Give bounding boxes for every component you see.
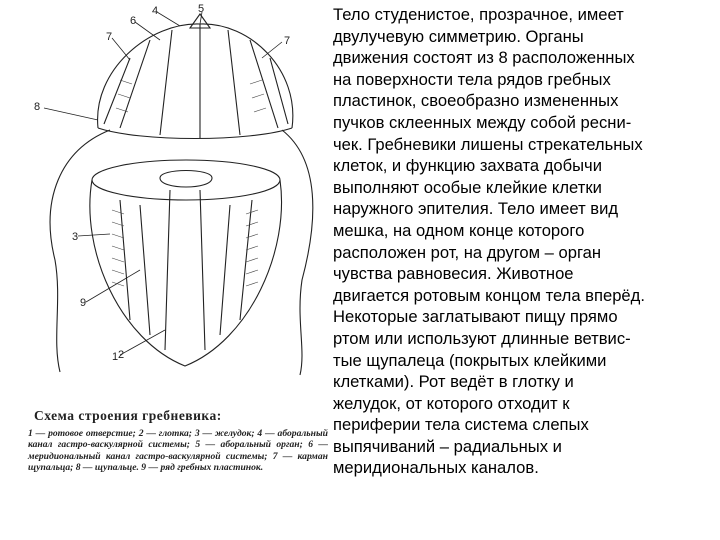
ctenophore-figure: 1 2 3 4 5 6 7 7 8 9 Схема строения гребн… <box>0 0 330 540</box>
text-line: меридиональных каналов. <box>333 458 539 478</box>
text-line: двулучевую симметрию. Органы <box>333 26 584 46</box>
stomach <box>159 170 213 188</box>
text-line: пластинок, своеобразно измененных <box>333 91 619 111</box>
text-line: Тело студенистое, прозрачное, имеет <box>333 5 624 24</box>
text-line: наружного эпителия. Тело имеет вид <box>333 199 619 219</box>
text-line: периферии тела система слепых <box>333 415 589 435</box>
tentacle-left <box>49 129 111 373</box>
text-line: желудок, от которого отходит к <box>333 393 570 413</box>
text-line: ртом или используют длинные ветвис- <box>333 328 631 348</box>
text-line: выполняют особые клейкие клетки <box>333 177 602 197</box>
text-line: мешка, на одном конце которого <box>333 220 585 240</box>
text-line: выпячиваний – радиальных и <box>333 436 562 456</box>
label-4: 4 <box>152 5 158 17</box>
text-line: клетками). Рот ведёт в глотку и <box>333 372 574 392</box>
label-7-right: 7 <box>284 35 290 47</box>
body-outline <box>89 179 283 367</box>
label-3: 3 <box>72 231 78 243</box>
caption-body: 1 — ротовое отверстие; 2 — глотка; 3 — ж… <box>28 428 328 474</box>
text-line: на поверхности тела рядов гребных <box>333 69 611 89</box>
aboral-dome <box>97 23 294 129</box>
text-line: движения состоят из 8 расположенных <box>333 48 635 68</box>
figure-caption: Схема строения гребневика: 1 — ротовое о… <box>28 408 328 474</box>
text-line: пучков склеенных между собой ресни- <box>333 112 632 132</box>
label-5: 5 <box>198 3 204 15</box>
text-line: расположен рот, на другом – орган <box>333 242 602 262</box>
body-rim <box>91 159 281 201</box>
label-9: 9 <box>80 297 86 309</box>
text-line: тые щупалеца (покрытых клейкими <box>333 350 607 370</box>
label-1: 1 <box>112 351 118 363</box>
aboral-organ <box>188 13 212 29</box>
pharynx <box>164 189 206 351</box>
label-7-left: 7 <box>106 31 112 43</box>
text-line: чувства равновесия. Животное <box>333 264 574 284</box>
text-line: чек. Гребневики лишены стрекательных <box>333 134 643 154</box>
label-6: 6 <box>130 15 136 27</box>
text-line: клеток, и функцию захвата добычи <box>333 156 602 176</box>
text-line: двигается ротовым концом тела вперёд. <box>333 285 645 305</box>
label-2: 2 <box>118 349 124 361</box>
tentacle-right <box>281 129 314 376</box>
caption-title: Схема строения гребневика: <box>34 408 222 423</box>
body-paragraph: Тело студенистое, прозрачное, имеет двул… <box>333 4 717 479</box>
dome-rim <box>97 127 293 140</box>
ctenophore-diagram: 1 2 3 4 5 6 7 7 8 9 <box>34 3 314 376</box>
label-8: 8 <box>34 101 40 113</box>
text-line: Некоторые заглатывают пищу прямо <box>333 307 618 327</box>
